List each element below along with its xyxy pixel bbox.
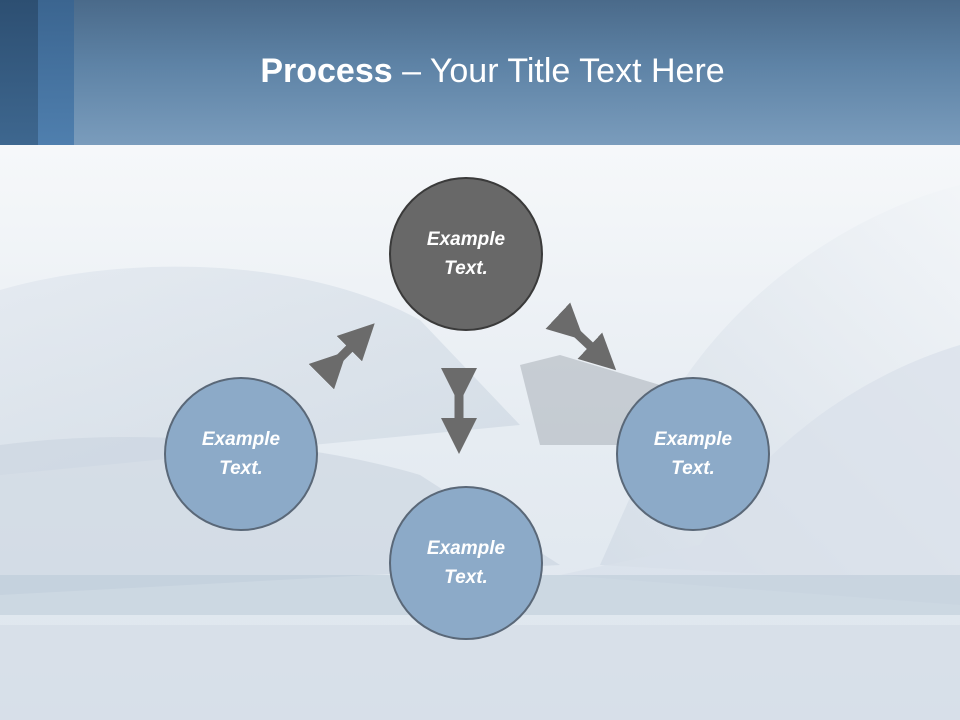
title-rest: – Your Title Text Here bbox=[392, 52, 725, 90]
slide-title: Process – Your Title Text Here bbox=[0, 52, 960, 91]
node-bottom: Example Text. bbox=[389, 486, 543, 640]
arrow-top-left bbox=[308, 323, 375, 390]
accent-strip-light bbox=[38, 0, 74, 145]
node-right-label: Example Text. bbox=[653, 429, 733, 479]
title-bar: Process – Your Title Text Here bbox=[0, 0, 960, 145]
node-left-label: Example Text. bbox=[201, 429, 281, 479]
node-top-label: Example Text. bbox=[426, 229, 506, 279]
node-left: Example Text. bbox=[164, 377, 318, 531]
title-bold: Process bbox=[260, 52, 393, 90]
node-bottom-label: Example Text. bbox=[426, 538, 506, 588]
node-top: Example Text. bbox=[389, 177, 543, 331]
accent-strip-dark bbox=[0, 0, 38, 145]
node-right: Example Text. bbox=[616, 377, 770, 531]
arrow-top-right bbox=[545, 302, 617, 371]
